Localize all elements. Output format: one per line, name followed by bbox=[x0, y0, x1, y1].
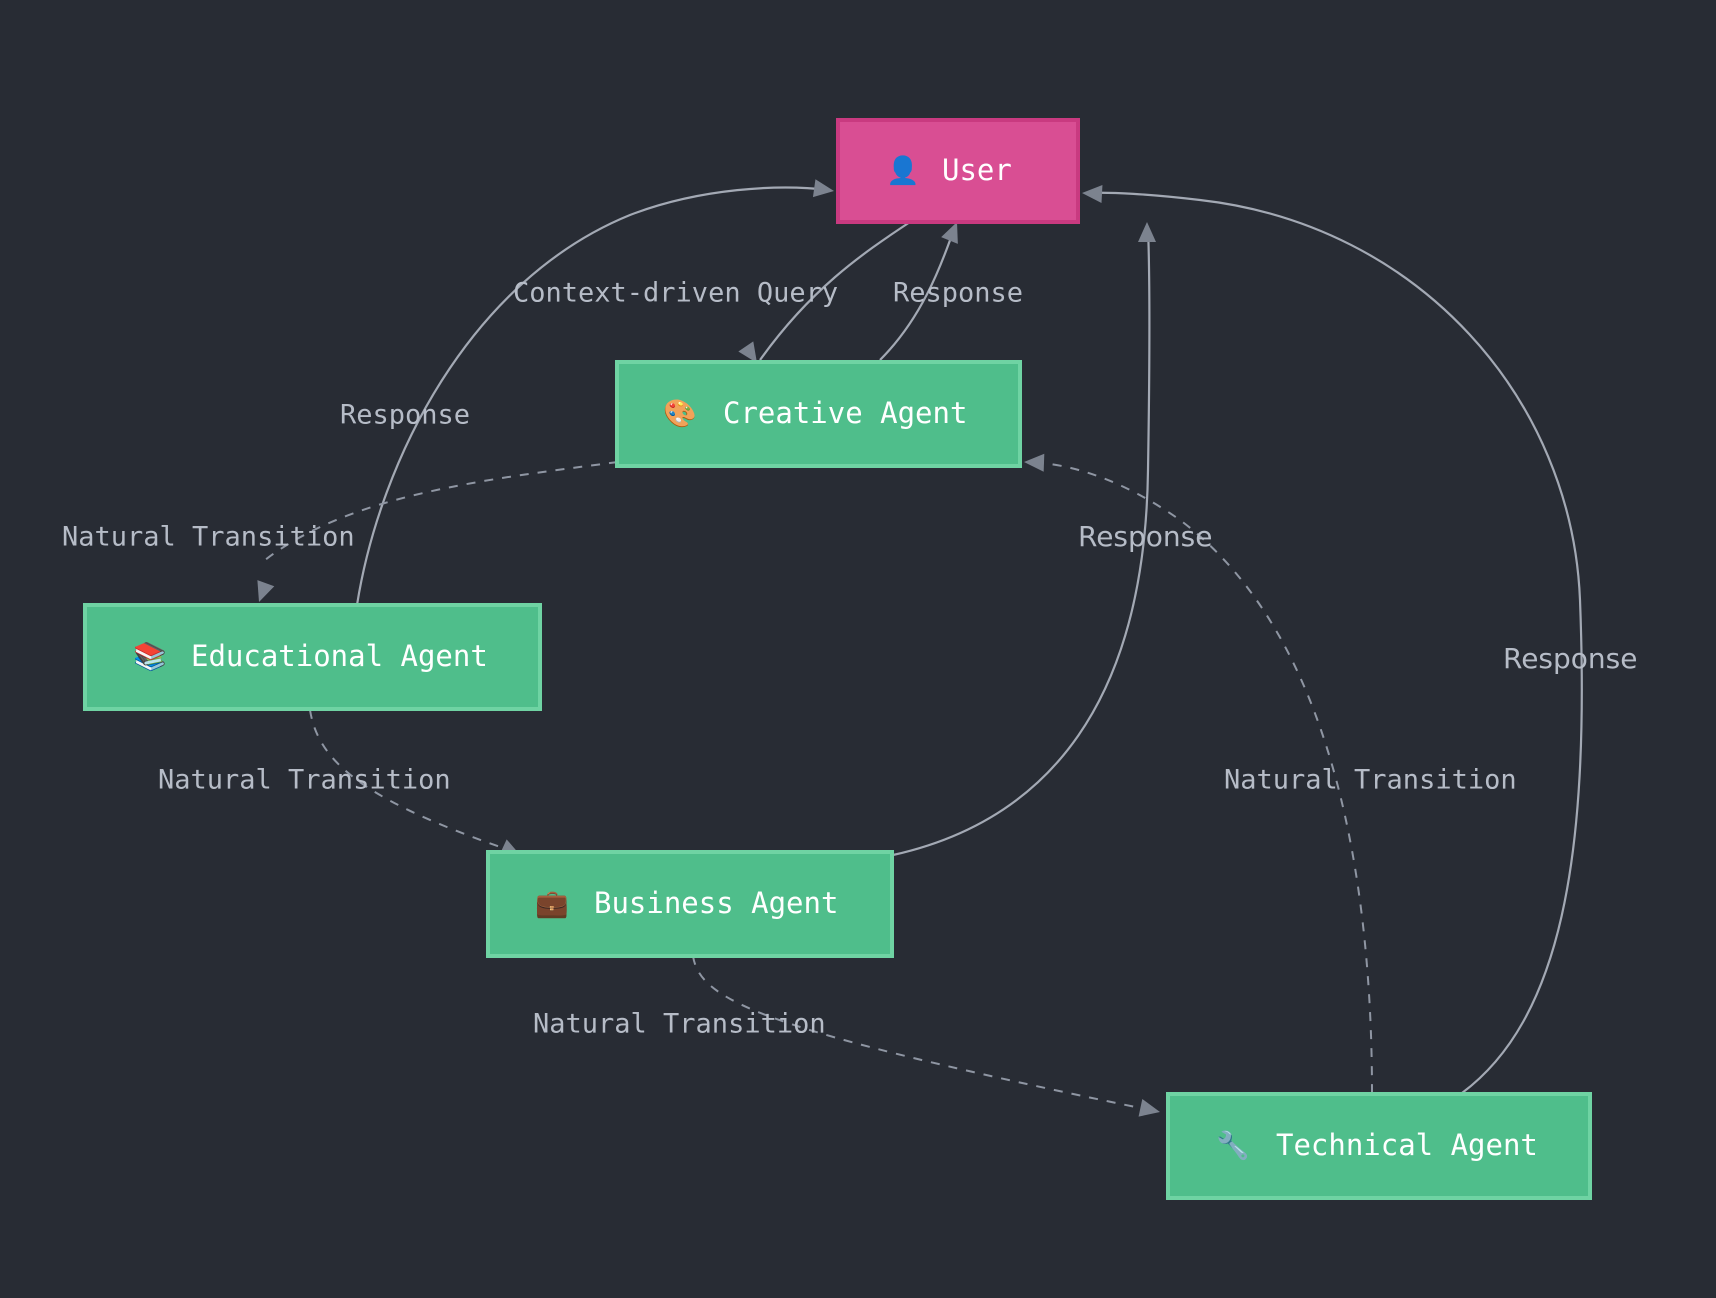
edges-layer bbox=[257, 179, 1583, 1117]
arrow-head-icon bbox=[1024, 453, 1045, 472]
edge-user-to-creative bbox=[738, 221, 911, 363]
nodes-layer: 👤 User 🎨 Creative Agent 📚 Educational Agent 💼 B… bbox=[83, 118, 1592, 1200]
edge-label-creative-to-educational: Natural Transition bbox=[62, 522, 355, 553]
node-creative[interactable]: 🎨 Creative Agent bbox=[615, 360, 1022, 468]
edge-path bbox=[1029, 461, 1373, 1094]
arrow-head-icon bbox=[941, 222, 958, 244]
node-technical[interactable]: 🔧 Technical Agent bbox=[1166, 1092, 1592, 1200]
edge-path bbox=[355, 186, 829, 606]
node-label: Business Agent bbox=[594, 886, 838, 920]
arrow-head-icon bbox=[1138, 222, 1156, 242]
edge-path bbox=[309, 709, 516, 853]
node-label: User bbox=[942, 153, 1012, 187]
node-box[interactable] bbox=[615, 360, 1022, 468]
edge-label-technical-to-creative: Natural Transition bbox=[1224, 765, 1517, 796]
user-icon: 👤 bbox=[886, 155, 920, 187]
edge-technical-to-creative bbox=[1024, 453, 1373, 1094]
edge-creative-to-educational bbox=[257, 461, 619, 602]
edge-label-business-to-user: Response bbox=[1078, 520, 1212, 553]
briefcase-icon: 💼 bbox=[535, 889, 569, 920]
node-label: Educational Agent bbox=[191, 639, 488, 673]
node-educational[interactable]: 📚 Educational Agent bbox=[83, 603, 542, 711]
edge-path bbox=[264, 461, 619, 561]
wrench-icon: 🔧 bbox=[1216, 1129, 1250, 1162]
node-box[interactable] bbox=[486, 850, 894, 958]
palette-icon: 🎨 bbox=[663, 397, 697, 430]
node-box[interactable] bbox=[1166, 1092, 1592, 1200]
edge-path bbox=[1087, 191, 1583, 1094]
edge-path bbox=[892, 227, 1151, 857]
node-box[interactable] bbox=[836, 118, 1080, 224]
arrow-head-icon bbox=[812, 179, 834, 198]
edge-path bbox=[759, 221, 911, 361]
arrow-head-icon bbox=[1082, 185, 1103, 204]
node-box[interactable] bbox=[83, 603, 542, 711]
edge-label-business-to-technical: Natural Transition bbox=[533, 1009, 826, 1040]
node-user[interactable]: 👤 User bbox=[836, 118, 1080, 224]
arrow-head-icon bbox=[1138, 1099, 1160, 1117]
edge-label-educational-to-user: Response bbox=[340, 400, 470, 431]
edge-path bbox=[692, 955, 1151, 1111]
node-label: Creative Agent bbox=[723, 396, 967, 430]
edge-business-to-user bbox=[892, 222, 1156, 857]
edge-label-creative-to-user: Response bbox=[893, 278, 1023, 309]
edge-business-to-technical bbox=[692, 955, 1160, 1117]
edge-label-technical-to-user: Response bbox=[1503, 642, 1637, 675]
arrow-head-icon bbox=[738, 341, 757, 363]
edge-path bbox=[879, 225, 957, 361]
edge-label-educational-to-business: Natural Transition bbox=[158, 765, 451, 796]
books-icon: 📚 bbox=[133, 642, 167, 673]
node-business[interactable]: 💼 Business Agent bbox=[486, 850, 894, 958]
edge-creative-to-user bbox=[879, 222, 958, 361]
edge-label-user-to-creative: Context-driven Query bbox=[513, 278, 838, 309]
edge-educational-to-user bbox=[355, 179, 834, 606]
node-label: Technical Agent bbox=[1276, 1128, 1538, 1162]
arrow-head-icon bbox=[257, 580, 275, 602]
edge-technical-to-user bbox=[1082, 185, 1583, 1094]
